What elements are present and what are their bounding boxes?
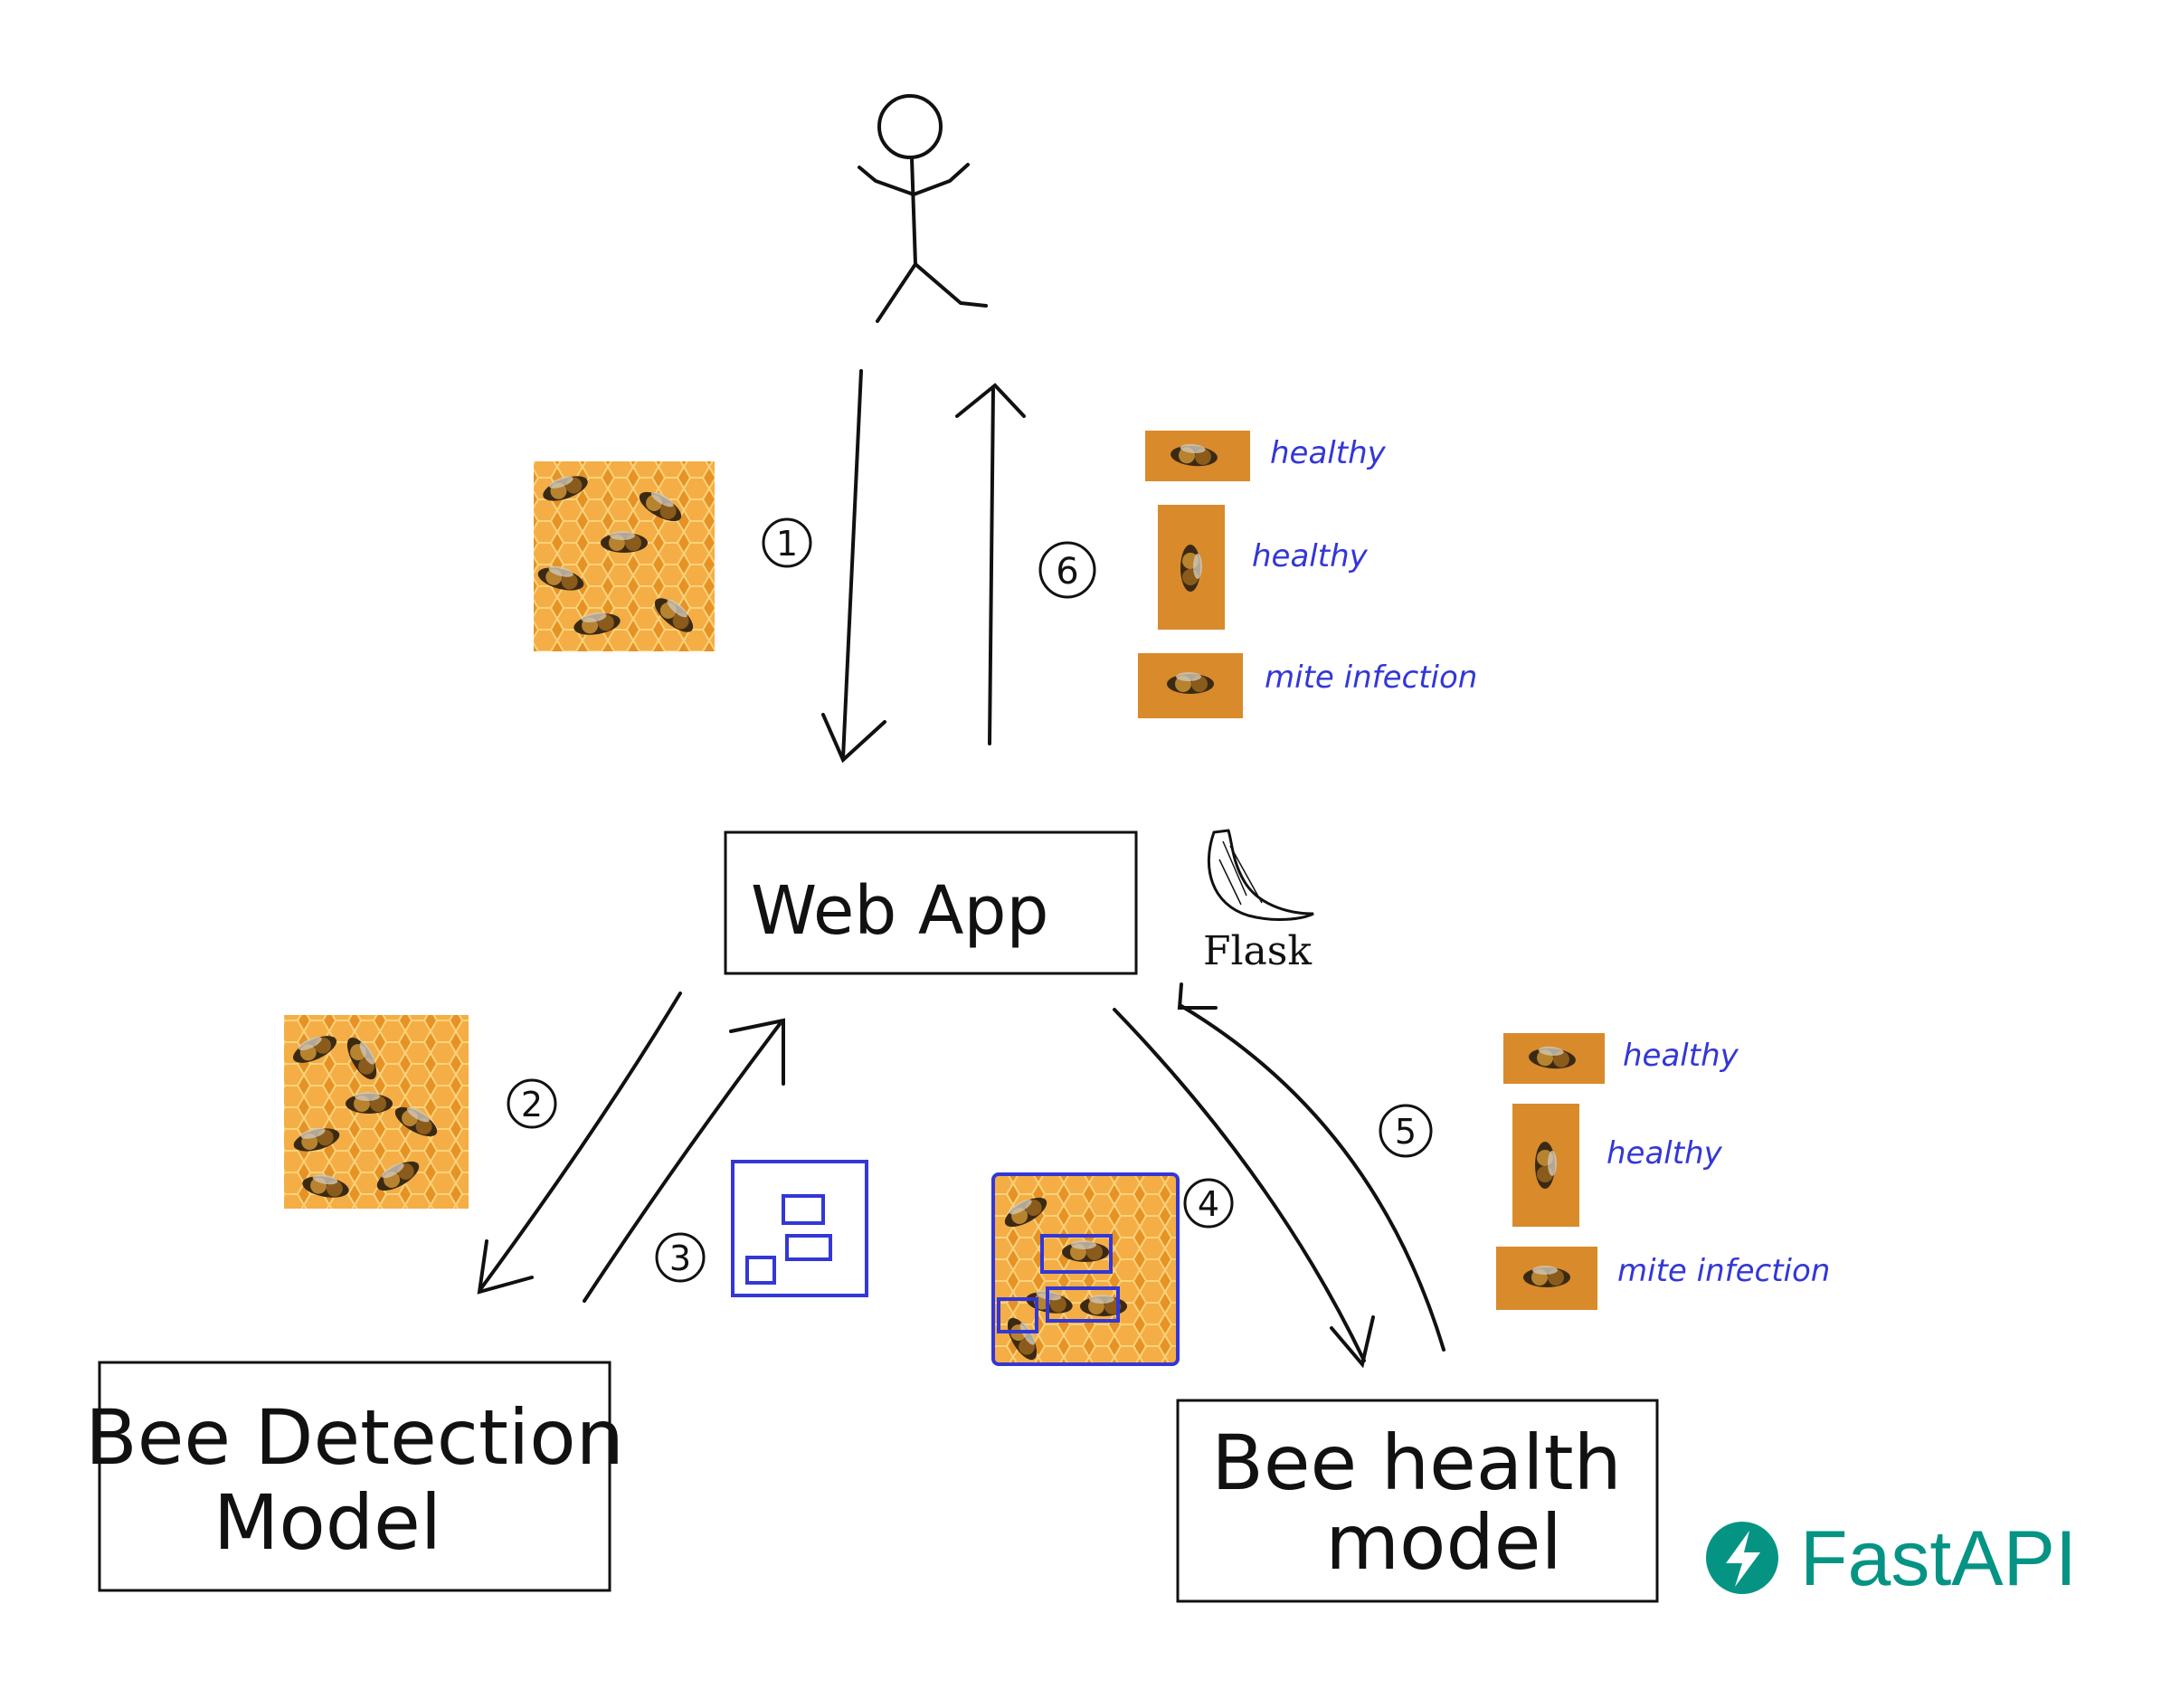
result-label-2-bottom: healthy — [1607, 1135, 1723, 1172]
result-crop-3-bottom — [1496, 1247, 1597, 1310]
flask-logo: Flask — [1203, 829, 1314, 974]
step-3-marker: 3 — [655, 1232, 706, 1283]
flask-logo-label: Flask — [1203, 928, 1312, 974]
result-label-3-bottom: mite infection — [1617, 1253, 1830, 1289]
arrow-user-to-webapp — [821, 369, 886, 764]
arrow-detection-to-webapp — [583, 1018, 785, 1303]
input-hive-image-top — [534, 461, 715, 651]
step-6-marker: 6 — [1038, 541, 1096, 599]
web-app-label: Web App — [751, 872, 1048, 950]
svg-text:6: 6 — [1056, 551, 1078, 593]
step-2-marker: 2 — [507, 1078, 557, 1129]
svg-text:3: 3 — [669, 1238, 691, 1278]
fastapi-logo: FastAPI — [1706, 1515, 2077, 1602]
step-5-marker: 5 — [1379, 1104, 1433, 1158]
web-app-box: Web App — [724, 830, 1138, 975]
input-hive-image-detection — [284, 1015, 469, 1209]
svg-text:1: 1 — [776, 524, 798, 564]
result-label-1-bottom: healthy — [1623, 1038, 1739, 1074]
bee-detection-label-line2: Model — [213, 1478, 441, 1567]
user-stick-figure — [858, 94, 988, 323]
result-crop-1-bottom — [1503, 1033, 1605, 1084]
bee-health-model-box: Bee health model — [1176, 1399, 1659, 1603]
svg-text:2: 2 — [521, 1085, 543, 1124]
svg-text:4: 4 — [1198, 1184, 1219, 1224]
annotated-hive-image — [991, 1172, 1180, 1366]
result-label-2-top: healthy — [1252, 538, 1369, 574]
arrow-health-to-webapp — [1177, 982, 1445, 1352]
bounding-box-output-icon — [731, 1160, 868, 1297]
result-label-3-top: mite infection — [1265, 659, 1477, 696]
result-label-1-top: healthy — [1270, 435, 1387, 471]
bee-health-label-line1: Bee health — [1211, 1419, 1622, 1507]
bee-detection-model-box: Bee Detection Model — [85, 1361, 624, 1592]
step-1-marker: 1 — [762, 517, 812, 568]
result-crop-2-top — [1158, 505, 1225, 630]
arrow-webapp-to-detection — [477, 992, 682, 1295]
result-crop-3-top — [1138, 653, 1243, 718]
bee-health-label-line2: model — [1325, 1498, 1562, 1587]
fastapi-logo-label: FastAPI — [1800, 1515, 2077, 1602]
svg-text:5: 5 — [1395, 1112, 1417, 1152]
arrow-webapp-to-health — [1113, 1008, 1375, 1369]
result-crop-2-bottom — [1512, 1104, 1579, 1227]
arrow-webapp-to-user — [955, 383, 1026, 745]
step-4-marker: 4 — [1183, 1178, 1234, 1229]
result-crop-1-top — [1145, 431, 1250, 481]
bee-detection-label-line1: Bee Detection — [85, 1393, 624, 1482]
